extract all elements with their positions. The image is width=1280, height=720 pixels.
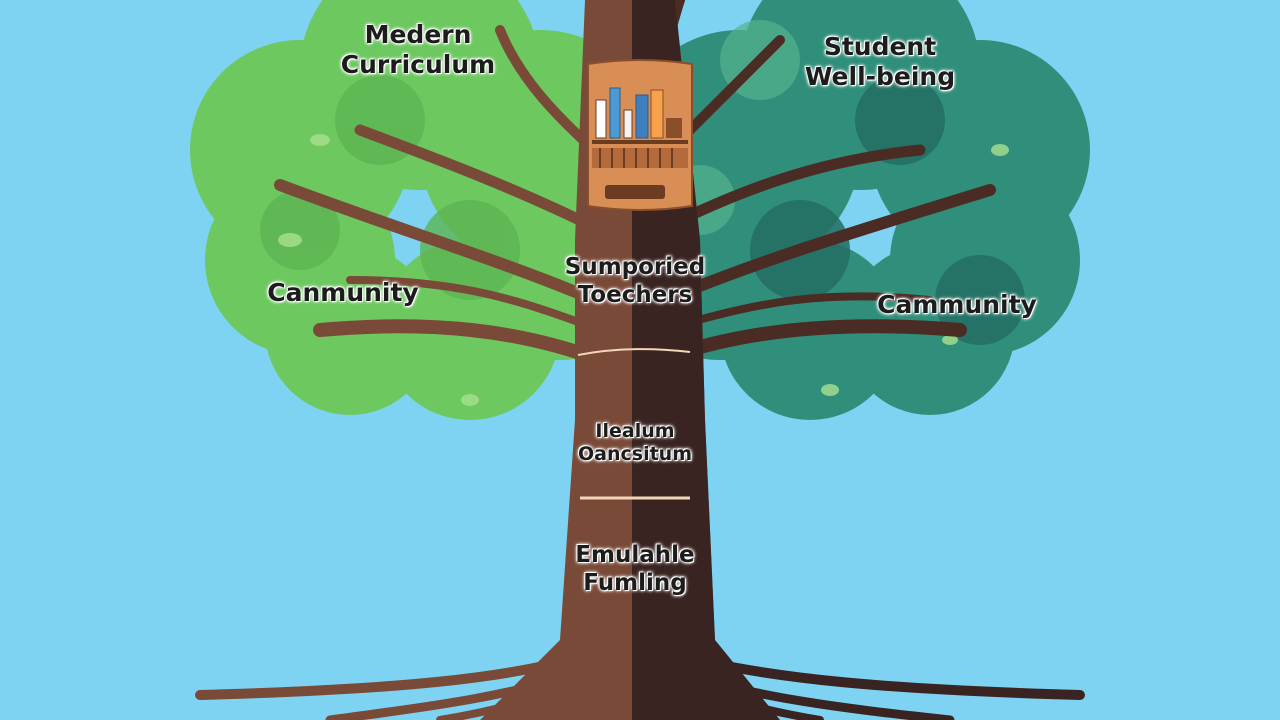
label-mid-right: Cammunity [862, 290, 1052, 320]
label-trunk-lower-line2: Fumling [583, 569, 687, 596]
label-center: Sumporied Toechers [555, 254, 715, 309]
label-center-line1: Sumporied [564, 254, 706, 280]
label-trunk-lower-line1: Emulahle [575, 542, 695, 568]
label-mid-left: Canmunity [248, 278, 438, 308]
label-top-right-line1: Student [823, 32, 937, 61]
label-trunk-upper-line2: Oancsitum [578, 442, 692, 465]
label-trunk-lower: Emulahle Fumling [555, 542, 715, 597]
bookshelf-icon [587, 59, 693, 211]
label-top-left-line1: Medern [364, 20, 472, 49]
label-top-right-line2: Well-being [804, 62, 956, 91]
label-mid-right-text: Cammunity [877, 290, 1037, 319]
label-center-line2: Toechers [577, 281, 693, 308]
label-top-right: Student Well-being [780, 32, 980, 92]
roots [195, 645, 1085, 720]
label-trunk-upper-line1: Ilealum [595, 420, 675, 442]
branches [274, 0, 617, 367]
label-top-left-line2: Curriculum [340, 50, 496, 79]
label-trunk-upper: Ilealum Oancsitum [560, 420, 710, 466]
label-mid-left-text: Canmunity [267, 278, 419, 307]
label-top-left: Medern Curriculum [318, 20, 518, 80]
